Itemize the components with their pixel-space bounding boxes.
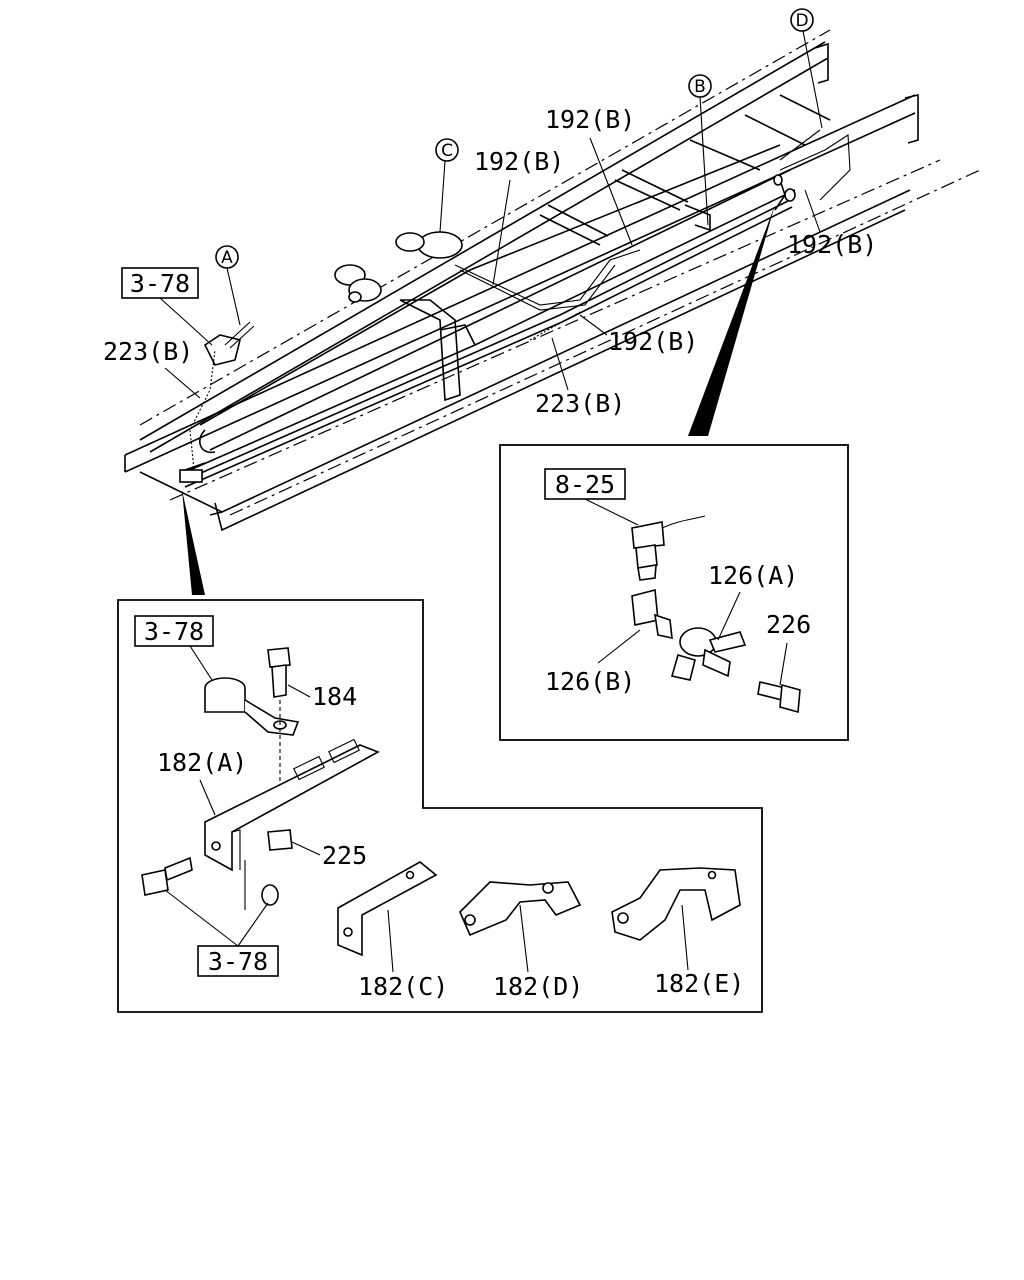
- label-182a: 182(A): [157, 748, 247, 777]
- inset-bracket-detail: 3-78 184 182(A) 225 3-78: [117, 599, 763, 1013]
- svg-text:D: D: [795, 11, 808, 31]
- callout-a: A: [215, 245, 241, 326]
- label-182c: 182(C): [358, 972, 448, 1001]
- label-225: 225: [322, 841, 367, 870]
- label-226: 226: [766, 610, 811, 639]
- leader-wedge-right: [688, 205, 775, 436]
- label-126b: 126(B): [545, 667, 635, 696]
- ref-box-3-78-top: 3-78: [121, 267, 213, 346]
- brake-pipes: [179, 129, 851, 488]
- label-223b-left: 223(B): [103, 337, 193, 366]
- svg-text:A: A: [221, 248, 233, 268]
- chassis-frame: [124, 29, 981, 532]
- callout-c: C: [435, 138, 459, 233]
- label-192b-1: 192(B): [545, 105, 635, 134]
- ref-3-78-inset-top: 3-78: [144, 617, 204, 646]
- label-184: 184: [312, 682, 357, 711]
- label-192b-2: 192(B): [474, 147, 564, 176]
- inset-valve-detail: 8-25 126(B) 126(A) 226: [499, 444, 849, 741]
- svg-text:B: B: [694, 77, 706, 97]
- ref-8-25: 8-25: [555, 470, 615, 499]
- label-192b-4: 192(B): [608, 327, 698, 356]
- leader-wedge-left: [182, 490, 205, 595]
- svg-text:C: C: [441, 141, 453, 161]
- label-192b-3: 192(B): [787, 230, 877, 259]
- ref-3-78-inset-bottom: 3-78: [208, 947, 268, 976]
- label-126a: 126(A): [708, 561, 798, 590]
- svg-text:3-78: 3-78: [130, 269, 190, 298]
- label-182e: 182(E): [654, 969, 744, 998]
- callout-d: D: [790, 8, 823, 129]
- label-223b-mid: 223(B): [535, 389, 625, 418]
- callout-b: B: [688, 74, 712, 226]
- label-182d: 182(D): [493, 972, 583, 1001]
